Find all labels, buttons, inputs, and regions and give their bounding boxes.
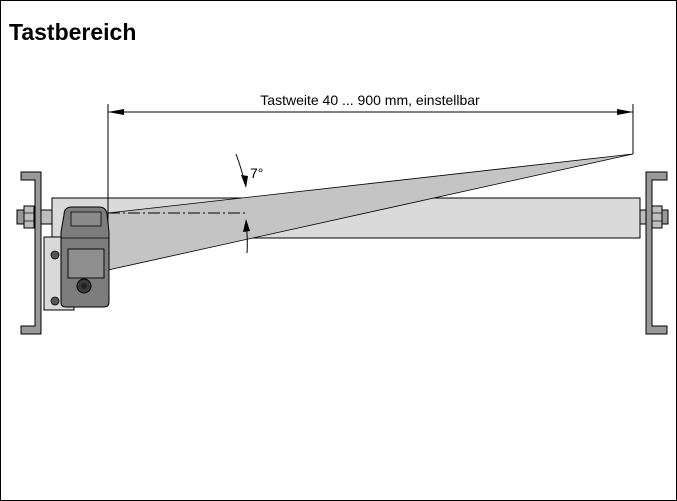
angle-label: 7° <box>250 165 263 181</box>
sensor-housing <box>50 206 110 308</box>
dimension-arrow-left <box>108 109 124 115</box>
right-mounting-bracket <box>639 171 669 335</box>
dimension-label: Tastweite 40 ... 900 mm, einstellbar <box>260 92 480 108</box>
diagram-title: Tastbereich <box>9 19 137 45</box>
dimension-arrow-right <box>617 109 633 115</box>
angle-indicator: 7° <box>235 153 263 254</box>
